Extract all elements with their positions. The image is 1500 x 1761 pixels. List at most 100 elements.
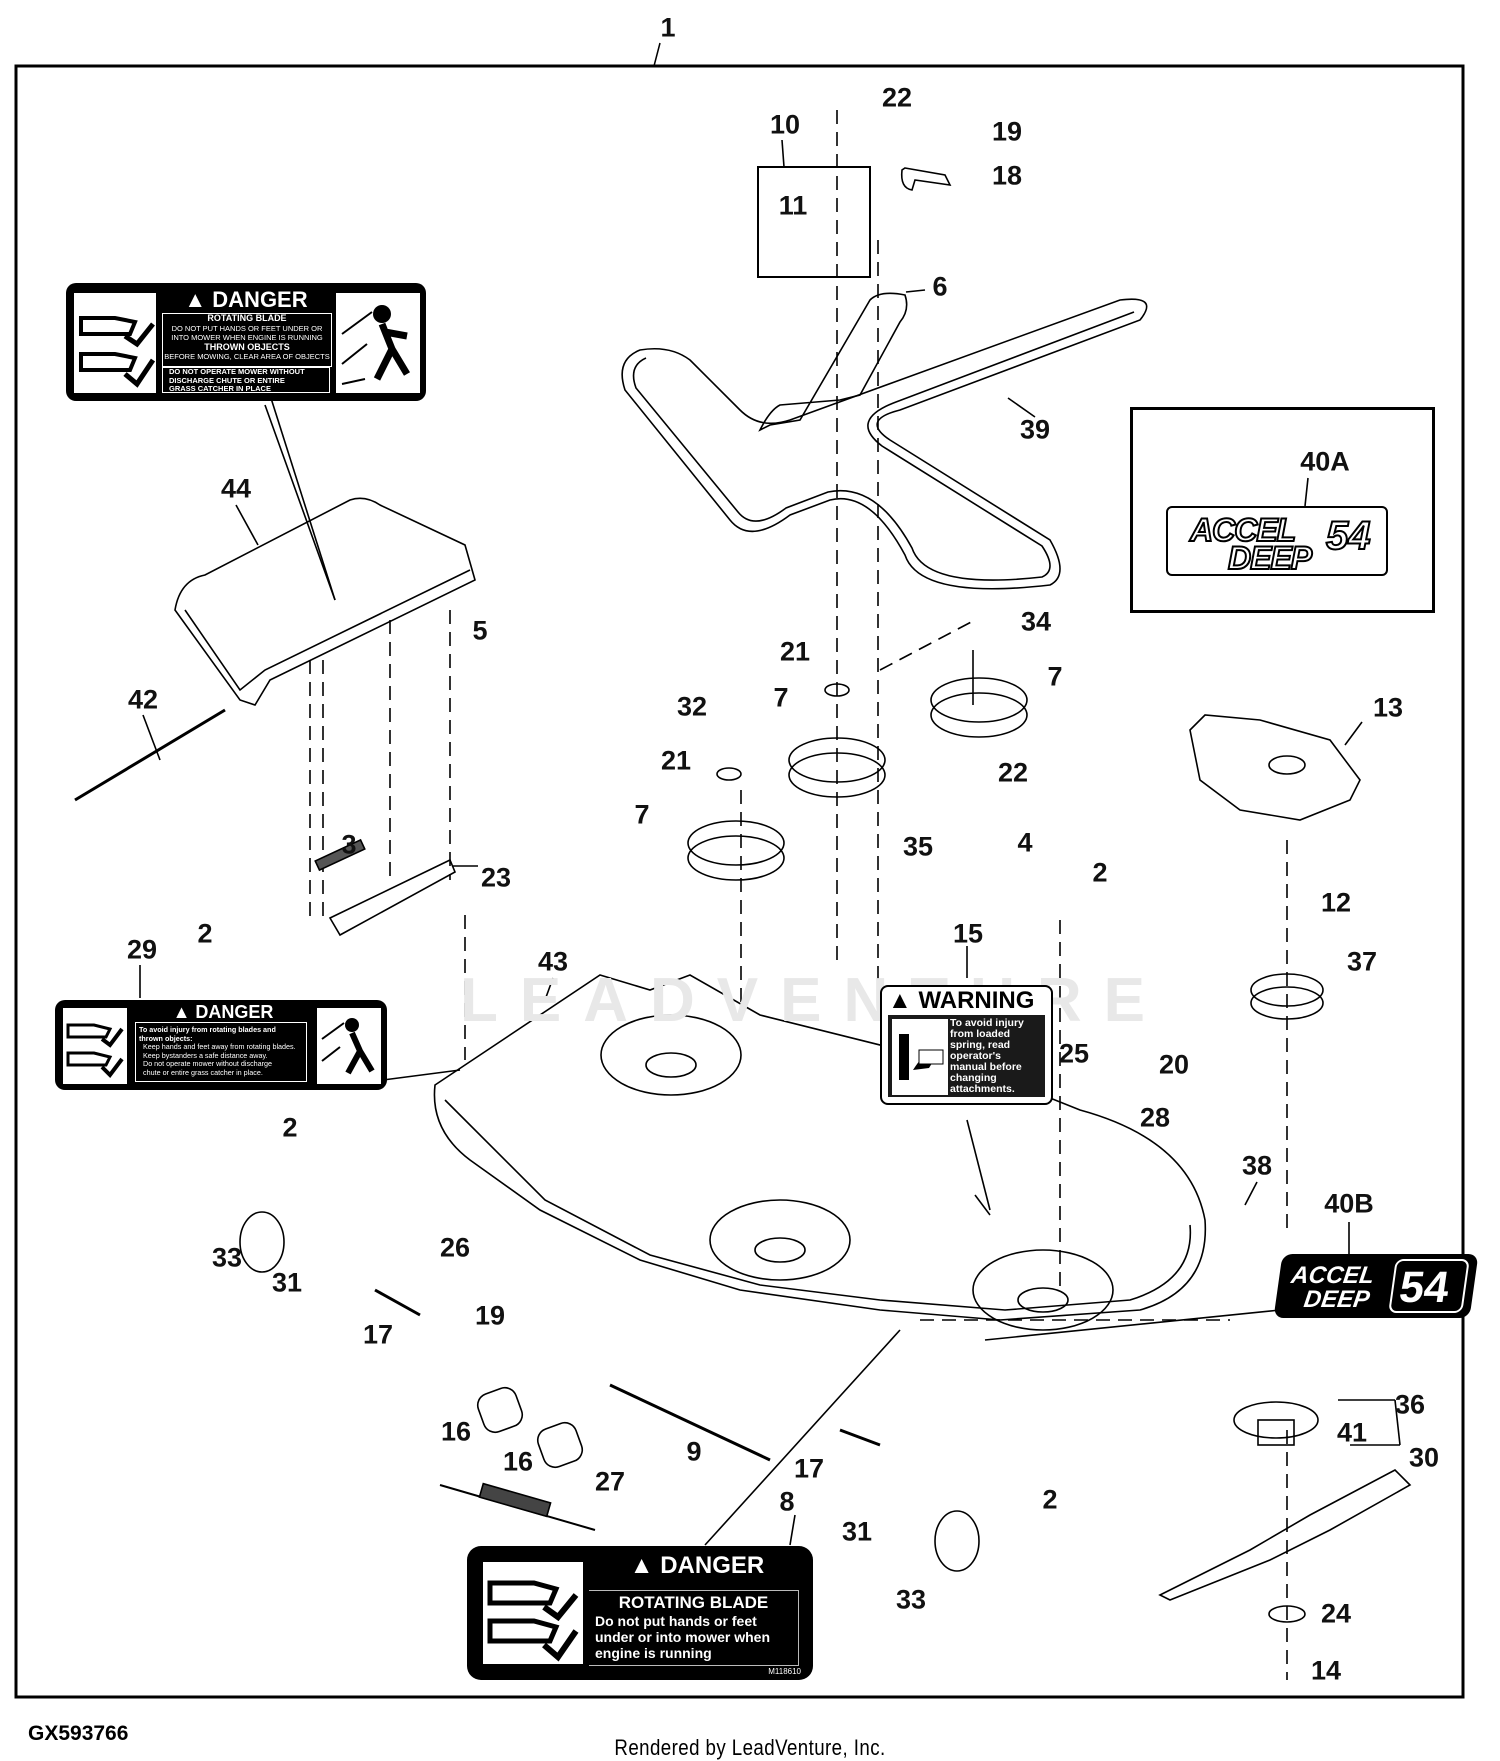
callout-36: 36 [1394,1389,1426,1420]
callout-2: 2 [197,918,213,949]
callout-11: 11 [778,190,808,221]
callout-40a: 40A [1300,446,1350,477]
callout-12: 12 [1320,887,1352,918]
hand-foot-pictogram [483,1562,583,1664]
spindle-pulley [1250,973,1324,1007]
pulley-upper [788,737,886,783]
hand-spring-pictogram [892,1019,948,1095]
callout-10: 10 [769,109,801,140]
callout-16: 16 [502,1446,534,1477]
warning-triangle-icon: ▲ [629,1552,654,1579]
gauge-wheel-right [934,1510,980,1572]
roller-1 [476,1386,524,1434]
hinge-rod [74,708,226,802]
danger-label-chute: ▲ DANGER ROTATING BLADE DO NOT PUT HANDS… [66,283,426,401]
logo-40a-frame [1130,407,1435,613]
callout-2: 2 [1092,857,1108,888]
thrown-object-pictogram [336,293,420,393]
callout-13: 13 [1372,692,1404,723]
callout-19: 19 [991,116,1023,147]
render-credit: Rendered by LeadVenture, Inc. [614,1735,886,1760]
callout-3: 3 [341,829,357,860]
callout-33: 33 [895,1584,927,1615]
callout-21: 21 [779,636,811,667]
callout-9: 9 [686,1436,702,1467]
callout-18: 18 [991,160,1023,191]
callout-32: 32 [676,691,708,722]
warning-triangle-icon: ▲ [184,287,207,312]
callout-5: 5 [472,615,488,646]
callout-7: 7 [634,799,650,830]
callout-22: 22 [881,82,913,113]
hand-foot-pictogram [63,1008,127,1084]
spindle-well-right [972,1249,1114,1331]
mower-blade [1158,1469,1412,1601]
callout-2: 2 [282,1112,298,1143]
pulley-left [687,820,785,866]
kit-box-10 [757,166,871,278]
callout-35: 35 [902,831,934,862]
callout-33: 33 [211,1242,243,1273]
gauge-wheel-left [239,1211,285,1273]
callout-22: 22 [997,757,1029,788]
danger-title: ROTATING BLADE [618,1593,769,1612]
callout-20: 20 [1158,1049,1190,1080]
callout-15: 15 [952,918,984,949]
callout-2: 2 [1042,1484,1058,1515]
callout-17: 17 [362,1319,394,1350]
danger-header: ▲ DANGER [184,287,308,312]
pulley-right [930,677,1028,723]
callout-38: 38 [1241,1150,1273,1181]
danger-header: ▲ DANGER [172,1002,274,1022]
spindle-well-left [600,1014,742,1096]
callout-21: 21 [660,745,692,776]
warning-header: ▲ WARNING [888,987,1035,1014]
callout-24: 24 [1320,1598,1352,1629]
pin-9 [609,1383,771,1462]
callout-23: 23 [480,862,512,893]
diagram-frame [14,64,1465,1699]
danger-label-29: ▲ DANGER To avoid injury from rotating b… [55,1000,387,1090]
callout-19: 19 [474,1300,506,1331]
callout-7: 7 [1047,661,1063,692]
discharge-chute [174,497,476,706]
drawing-id: GX593766 [28,1722,129,1745]
warning-triangle-icon: ▲ [172,1002,191,1022]
callout-26: 26 [439,1232,471,1263]
callout-34: 34 [1020,606,1052,637]
callout-42: 42 [127,684,159,715]
belt [621,298,1148,590]
warning-label-15: ▲ WARNING To avoid injury from loaded sp… [880,985,1053,1105]
callout-17: 17 [793,1453,825,1484]
callout-25: 25 [1058,1038,1090,1069]
callout-40b: 40B [1324,1188,1374,1219]
callout-44: 44 [220,473,252,504]
danger-header: ▲ DANGER [629,1552,765,1579]
callout-39: 39 [1019,414,1051,445]
mower-deck [433,974,1207,1321]
accel-deep-decal-40b: ACCEL DEEP 54 [1273,1254,1479,1318]
callout-8: 8 [779,1486,795,1517]
callout-4: 4 [1017,827,1033,858]
roller-2 [536,1421,584,1469]
spindle-guard [1189,714,1361,821]
thrown-object-pictogram [317,1008,381,1084]
callout-28: 28 [1139,1102,1171,1133]
danger-title: ROTATING BLADE [207,313,287,323]
spring [314,838,366,872]
blade-washer [1268,1605,1306,1623]
accel-deep-decal-40a: ACCEL DEEP 54 [1166,506,1388,577]
callout-1: 1 [660,12,676,43]
danger-label-8: ▲ DANGER ROTATING BLADE Do not put hands… [467,1546,813,1680]
callout-27: 27 [594,1466,626,1497]
label-code: M118610 [768,1667,801,1676]
callout-14: 14 [1310,1655,1342,1686]
callout-41: 41 [1336,1417,1368,1448]
callout-31: 31 [841,1516,873,1547]
callout-7: 7 [773,682,789,713]
callout-43: 43 [537,946,569,977]
hand-foot-pictogram [74,293,156,393]
callout-29: 29 [126,934,158,965]
warning-triangle-icon: ▲ [888,987,912,1014]
